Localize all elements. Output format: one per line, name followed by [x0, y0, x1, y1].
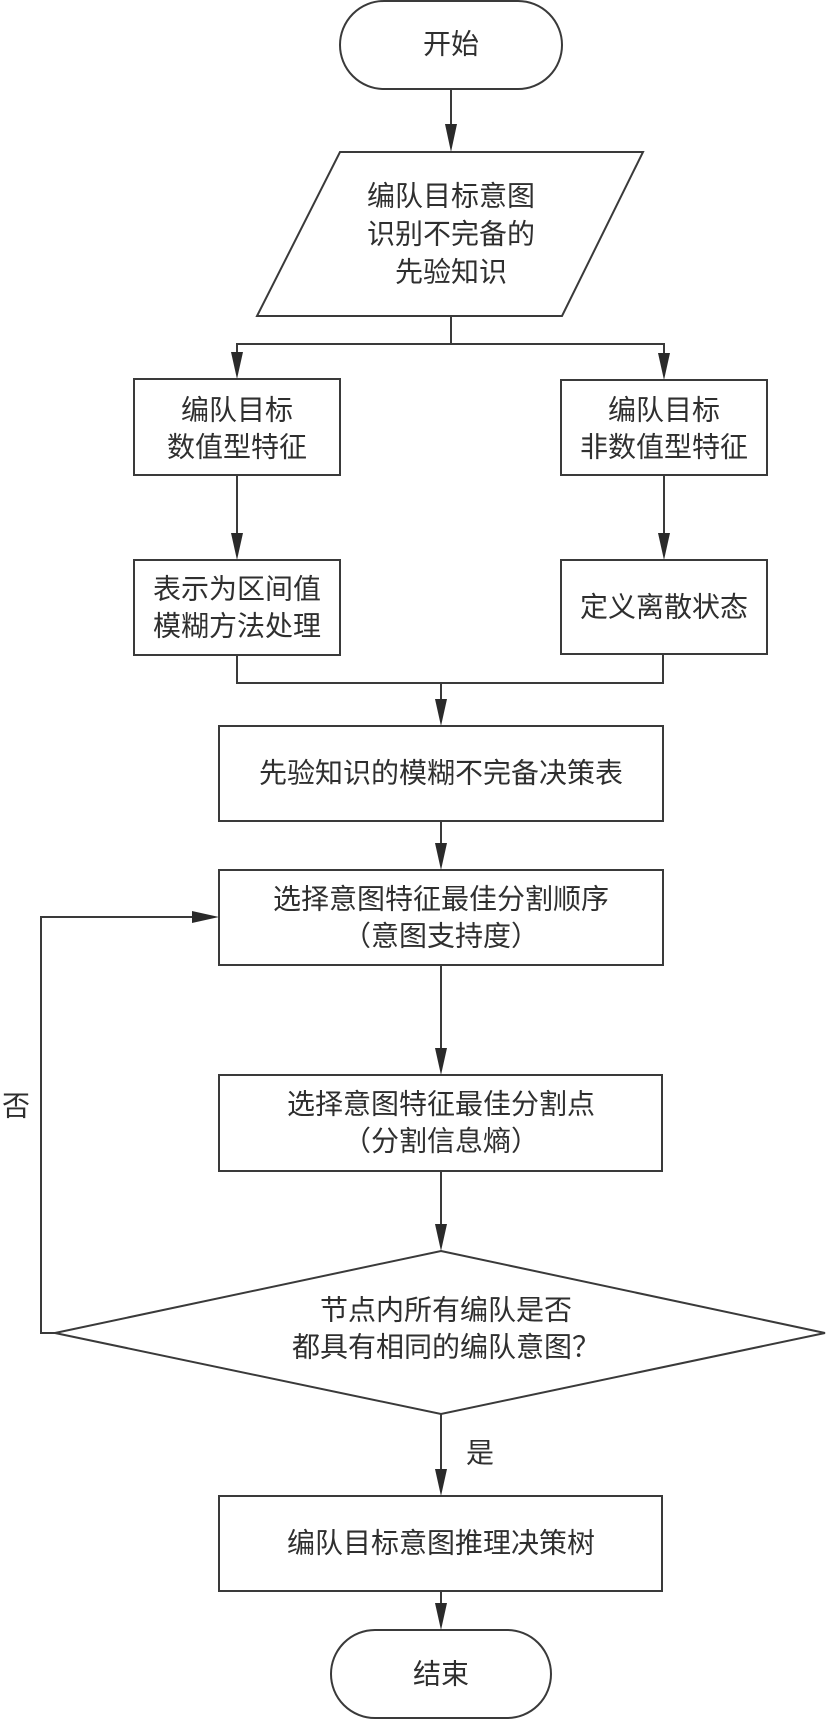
- numeric-feature-box: [133, 378, 341, 476]
- split-order-box: [218, 869, 664, 966]
- arrowhead: [192, 911, 219, 923]
- edge-decision-no-loop: [40, 916, 205, 1334]
- split-label-line1: 选择意图特征最佳分割点: [287, 1088, 595, 1121]
- edge-branch-left: [236, 343, 451, 365]
- numeric-label-line1: 编队目标: [181, 394, 293, 427]
- discrete-label: 定义离散状态: [580, 591, 748, 624]
- tree-label: 编队目标意图推理决策树: [287, 1527, 595, 1560]
- interval-label-line2: 模糊方法处理: [153, 610, 321, 643]
- edge-branch-right: [451, 343, 665, 366]
- split-point-box: [218, 1074, 663, 1172]
- yes-edge-label: 是: [466, 1437, 494, 1470]
- interval-fuzzy-box: [133, 559, 341, 656]
- numeric-label-line2: 数值型特征: [167, 431, 307, 464]
- arrowhead: [435, 1469, 447, 1496]
- arrowhead: [658, 353, 670, 380]
- order-label-line1: 选择意图特征最佳分割顺序: [273, 883, 609, 916]
- arrowhead: [435, 1048, 447, 1075]
- interval-label-line1: 表示为区间值: [153, 573, 321, 606]
- arrowhead: [231, 352, 243, 379]
- no-edge-label: 否: [2, 1090, 30, 1123]
- arrowhead: [658, 533, 670, 560]
- non-numeric-label-line2: 非数值型特征: [580, 431, 748, 464]
- arrowhead: [231, 533, 243, 560]
- table-label: 先验知识的模糊不完备决策表: [259, 757, 623, 790]
- split-label-line2: （分割信息熵）: [343, 1125, 539, 1158]
- arrowhead: [435, 699, 447, 726]
- decision-label-line2: 都具有相同的编队意图？: [292, 1331, 600, 1364]
- end-label: 结束: [413, 1658, 469, 1691]
- decision-table-box: [218, 725, 664, 822]
- arrowhead: [435, 1603, 447, 1630]
- arrowhead: [445, 124, 457, 152]
- connectors: [40, 89, 670, 1630]
- arrowhead: [435, 843, 447, 870]
- decision-tree-box: [218, 1495, 663, 1592]
- input-label-line2: 识别不完备的: [367, 218, 535, 251]
- input-parallelogram: [255, 151, 645, 317]
- edge-merge: [236, 654, 664, 684]
- input-label-line3: 先验知识: [395, 256, 507, 289]
- input-label-line1: 编队目标意图: [367, 180, 535, 213]
- non-numeric-label-line1: 编队目标: [608, 394, 720, 427]
- decision-label-line1: 节点内所有编队是否: [320, 1294, 572, 1327]
- order-label-line2: （意图支持度）: [343, 920, 539, 953]
- start-label: 开始: [423, 28, 479, 61]
- arrowhead: [435, 1224, 447, 1251]
